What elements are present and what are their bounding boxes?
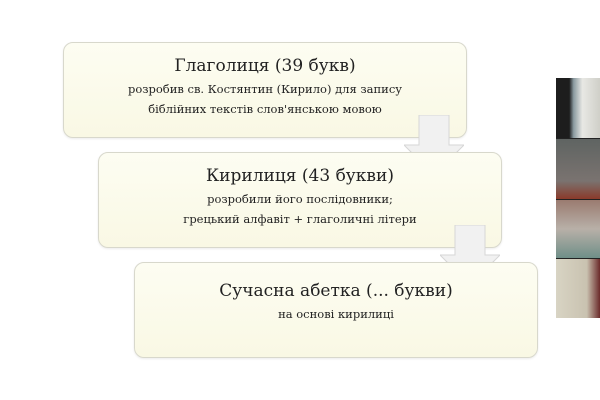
- step-text: розробив св. Костянтин (Кирило) для запи…: [127, 82, 403, 96]
- video-participants-strip: [556, 78, 600, 318]
- step-box-modern: Сучасна абетка (... букви) на основі кир…: [134, 262, 538, 358]
- video-tile[interactable]: [556, 78, 600, 138]
- video-tile[interactable]: [556, 200, 600, 258]
- step-title: Сучасна абетка (... букви): [219, 281, 453, 301]
- step-text: грецький алфавіт + глаголичні літери: [183, 212, 417, 226]
- step-text: на основі кирилиці: [278, 307, 394, 321]
- step-title: Кирилиця (43 букви): [206, 166, 394, 186]
- step-text: розробили його послідовники;: [207, 192, 393, 206]
- step-box-glagolitic: Глаголиця (39 букв) розробив св. Костянт…: [63, 42, 467, 138]
- video-tile[interactable]: [556, 139, 600, 199]
- step-title: Глаголиця (39 букв): [174, 56, 356, 76]
- step-text: біблійних текстів слов'янською мовою: [148, 102, 382, 116]
- video-tile[interactable]: [556, 259, 600, 318]
- step-box-cyrillic: Кирилиця (43 букви) розробили його послі…: [98, 152, 502, 248]
